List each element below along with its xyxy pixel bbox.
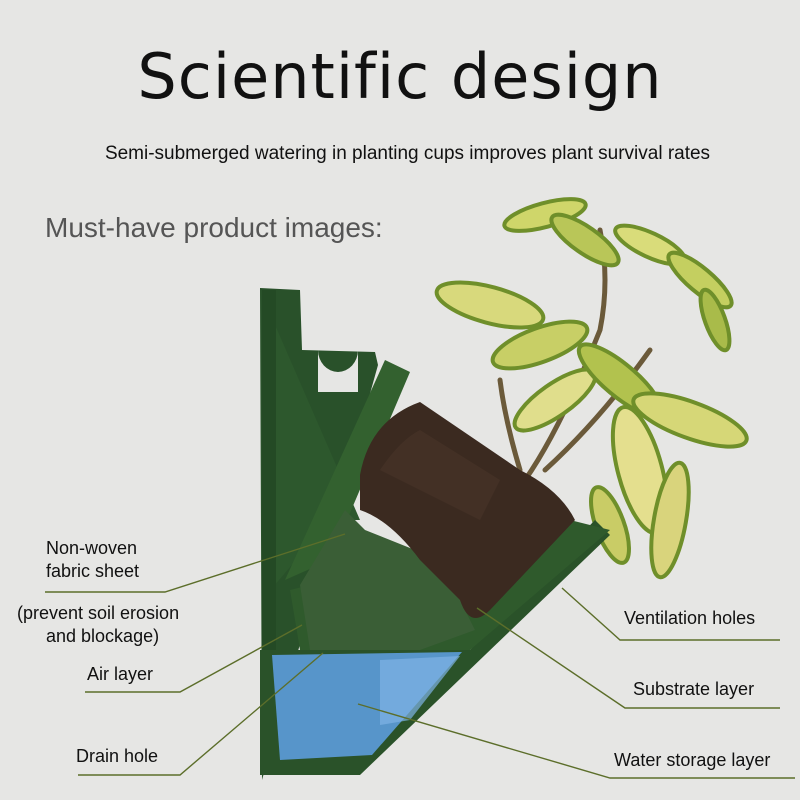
plant-leaves xyxy=(434,197,749,580)
page-title: Scientific design xyxy=(137,40,663,113)
page-subtitle: Semi-submerged watering in planting cups… xyxy=(104,143,711,164)
label-prevent-line1: (prevent soil erosion xyxy=(17,603,180,623)
label-water-storage-layer: Water storage layer xyxy=(614,750,771,770)
nonwoven-fabric xyxy=(300,510,475,650)
label-drain-hole: Drain hole xyxy=(76,746,159,766)
leader-lines xyxy=(45,533,795,779)
label-air-layer: Air layer xyxy=(87,664,154,684)
label-prevent-line2: and blockage) xyxy=(46,626,160,646)
section-heading: Must-have product images: xyxy=(45,212,383,243)
label-ventilation-holes: Ventilation holes xyxy=(624,608,756,628)
label-nonwoven-line2: fabric sheet xyxy=(46,561,140,581)
label-substrate-layer: Substrate layer xyxy=(633,679,755,699)
label-nonwoven-line1: Non-woven xyxy=(46,538,138,558)
